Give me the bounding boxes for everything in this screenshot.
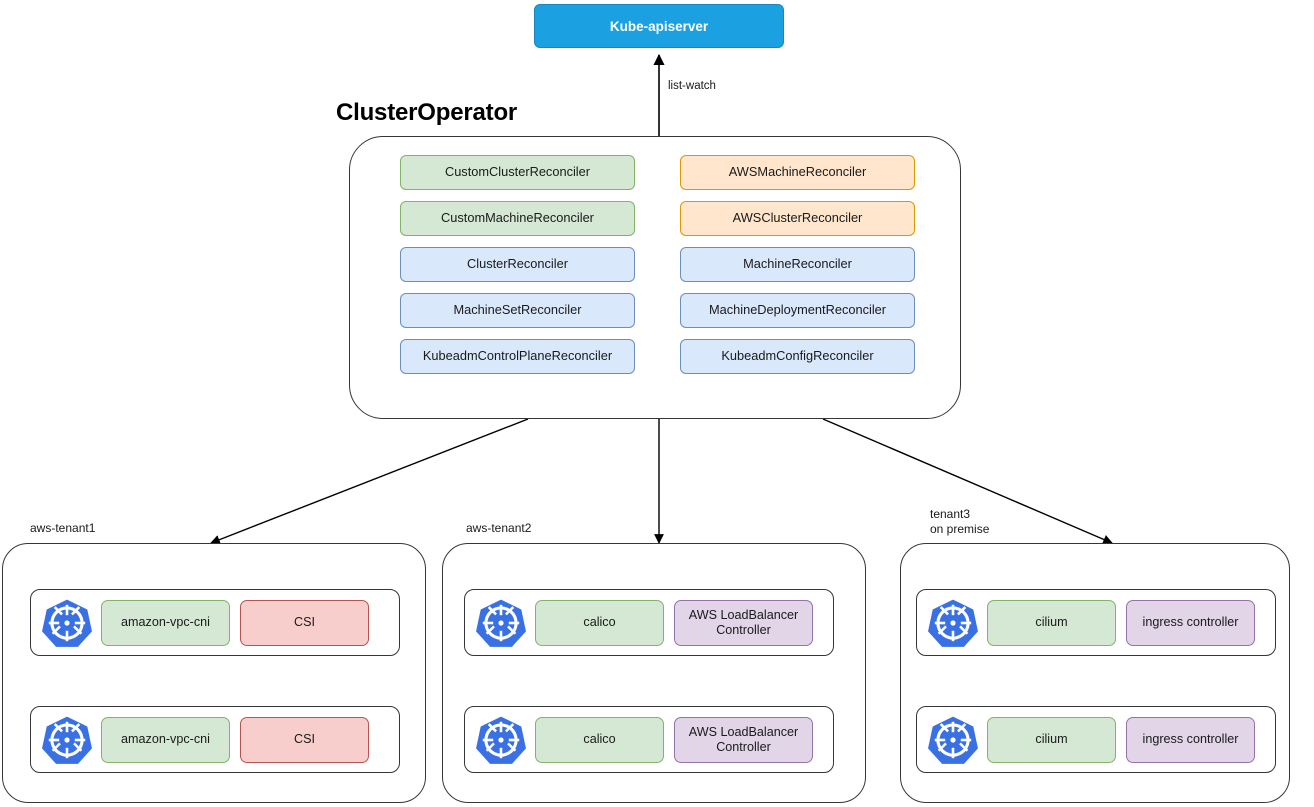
addon-pill: cilium <box>987 599 1116 646</box>
reconciler-pill: CustomClusterReconciler <box>400 155 635 190</box>
reconciler-pill: MachineSetReconciler <box>400 293 635 328</box>
kubernetes-logo-icon <box>475 714 527 766</box>
cluster-card: calico AWS LoadBalancer Controller <box>464 589 834 656</box>
tenant-label-aws-tenant2: aws-tenant2 <box>466 521 532 535</box>
reconciler-pill: MachineDeploymentReconciler <box>680 293 915 328</box>
reconciler-pill: ClusterReconciler <box>400 247 635 282</box>
kubernetes-logo-icon <box>41 597 93 649</box>
kubernetes-logo-icon <box>41 714 93 766</box>
cluster-card: calico AWS LoadBalancer Controller <box>464 706 834 773</box>
addon-pill: cilium <box>987 716 1116 763</box>
addon-pill: calico <box>535 599 664 646</box>
cluster-card: cilium ingress controller <box>916 589 1276 656</box>
list-watch-edge-label: list-watch <box>668 80 716 92</box>
addon-pill: amazon-vpc-cni <box>101 599 230 646</box>
addon-pill: ingress controller <box>1126 599 1255 646</box>
reconciler-pill: AWSClusterReconciler <box>680 201 915 236</box>
reconciler-pill: AWSMachineReconciler <box>680 155 915 190</box>
reconciler-grid: CustomClusterReconciler AWSMachineReconc… <box>400 155 915 374</box>
cluster-card: amazon-vpc-cni CSI <box>30 706 400 773</box>
addon-pill: AWS LoadBalancer Controller <box>674 599 813 646</box>
kubernetes-logo-icon <box>927 714 979 766</box>
reconciler-pill: CustomMachineReconciler <box>400 201 635 236</box>
addon-pill: calico <box>535 716 664 763</box>
kube-apiserver-node: Kube-apiserver <box>534 4 784 48</box>
kubernetes-logo-icon <box>927 597 979 649</box>
addon-pill: AWS LoadBalancer Controller <box>674 716 813 763</box>
reconciler-pill: MachineReconciler <box>680 247 915 282</box>
kubernetes-logo-icon <box>475 597 527 649</box>
cluster-operator-title: ClusterOperator <box>336 99 518 126</box>
cluster-card: cilium ingress controller <box>916 706 1276 773</box>
tenant-label-aws-tenant1: aws-tenant1 <box>30 521 96 535</box>
tenant-label-tenant3: tenant3 on premise <box>930 507 990 536</box>
addon-pill: CSI <box>240 599 369 646</box>
cluster-card: amazon-vpc-cni CSI <box>30 589 400 656</box>
addon-pill: amazon-vpc-cni <box>101 716 230 763</box>
reconciler-pill: KubeadmControlPlaneReconciler <box>400 339 635 374</box>
addon-pill: CSI <box>240 716 369 763</box>
reconciler-pill: KubeadmConfigReconciler <box>680 339 915 374</box>
addon-pill: ingress controller <box>1126 716 1255 763</box>
